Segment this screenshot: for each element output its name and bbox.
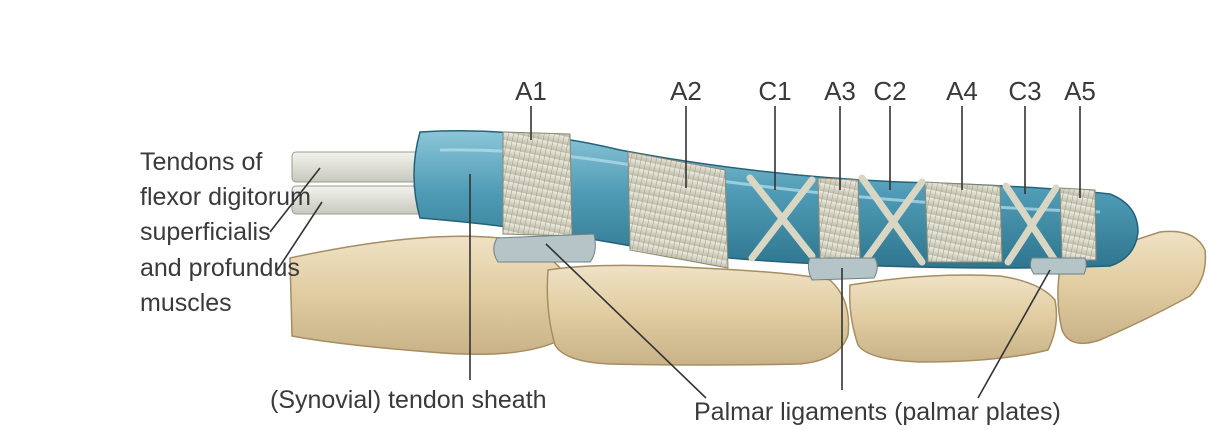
tendons-label-line4: and profundus	[140, 254, 300, 282]
a1-pulley	[503, 132, 572, 236]
a3-pulley	[818, 178, 860, 258]
palmar-plate-mcp	[494, 234, 596, 262]
label-a5: A5	[1064, 76, 1096, 106]
tendons-label-line2: flexor digitorum	[140, 183, 311, 211]
tendons-label-line1: Tendons of	[140, 148, 262, 176]
palmar-plate-pip	[808, 258, 877, 280]
label-a3: A3	[824, 76, 856, 106]
label-a2: A2	[670, 76, 702, 106]
middle-phalanx-bone	[850, 275, 1057, 362]
label-a1: A1	[515, 76, 547, 106]
proximal-phalanx-bone	[547, 265, 848, 365]
tendons-label-line3: superficialis	[140, 218, 271, 246]
a4-pulley	[925, 182, 1002, 262]
palmar-ligaments-label: Palmar ligaments (palmar plates)	[694, 398, 1061, 426]
a2-pulley	[628, 152, 728, 268]
a5-pulley	[1060, 188, 1096, 260]
tendons-label: Tendons of flexor digitorum superficiali…	[140, 148, 311, 317]
flexor-tendons	[292, 152, 422, 214]
tendons-label-line5: muscles	[140, 289, 232, 317]
pulley-labels: A1 A2 C1 A3 C2 A4 C3 A5	[515, 76, 1096, 106]
label-c2: C2	[873, 76, 906, 106]
palmar-plate-dip	[1030, 258, 1086, 274]
label-a4: A4	[946, 76, 978, 106]
profundus-tendon	[292, 186, 422, 214]
label-c3: C3	[1008, 76, 1041, 106]
synovial-sheath-label: (Synovial) tendon sheath	[270, 386, 547, 414]
label-c1: C1	[758, 76, 791, 106]
superficialis-tendon	[292, 152, 422, 182]
